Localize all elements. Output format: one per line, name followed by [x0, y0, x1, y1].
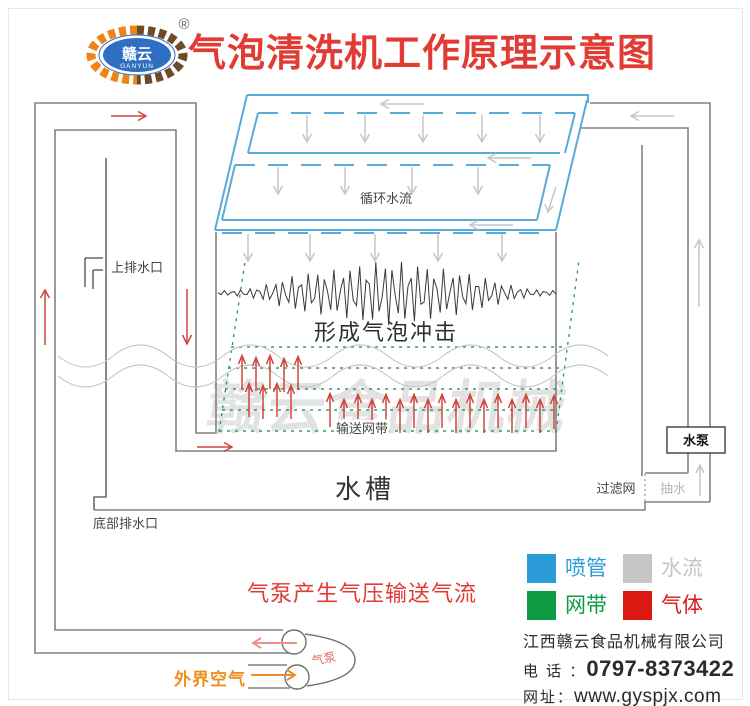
legend-label-mesh-belt: 网带	[565, 593, 607, 617]
conveyor-belt	[218, 259, 580, 433]
gas-color-chip	[623, 591, 652, 620]
upper-drain-label: 上排水口	[111, 260, 163, 275]
right-water-pipe	[580, 102, 711, 502]
legend-item-mesh-belt: 网带	[527, 591, 623, 620]
pump-water-label: 抽水	[660, 481, 686, 496]
air-pump-roller-bottom	[284, 664, 310, 690]
conveyor-belt-label: 输送网带	[336, 421, 388, 436]
legend-label-spray-pipe: 喷管	[565, 556, 607, 580]
logo-gear-right	[136, 25, 188, 85]
spray-pipe-assembly	[214, 94, 589, 234]
bottom-drain-label: 底部排水口	[93, 516, 158, 531]
outside-air-label: 外界空气	[174, 669, 246, 689]
water-surface	[57, 344, 609, 388]
reservoir	[94, 145, 710, 511]
left-air-duct	[34, 102, 557, 654]
air-pump-body	[304, 633, 356, 687]
water-pump-box: 水泵	[666, 426, 726, 454]
water-pump-label: 水泵	[683, 433, 709, 448]
mesh-belt-color-chip	[527, 591, 556, 620]
ganyun-logo: 赣云 GANYUN ®	[86, 16, 190, 85]
legend: 喷管 水流 网带 气体	[527, 554, 703, 628]
company-name: 江西赣云食品机械有限公司	[523, 634, 725, 651]
water-flow-arrows	[242, 98, 705, 497]
logo-brand-zh: 赣云	[122, 45, 152, 63]
water-tank-label: 水槽	[335, 474, 395, 504]
air-in-arrow	[251, 669, 297, 681]
logo-brand-en: GANYUN	[120, 63, 154, 70]
filter-mesh-label: 过滤网	[596, 481, 635, 496]
company-info: 江西赣云食品机械有限公司 电 话 ： 0797-8373422 网址： www.…	[523, 628, 734, 706]
circulating-water-label: 循环水流	[360, 191, 412, 206]
logo-gear-left	[86, 25, 138, 85]
bubble-impact-label: 形成气泡冲击	[314, 320, 458, 345]
spray-pipe-color-chip	[527, 554, 556, 583]
phone-number: 0797-8373422	[586, 656, 735, 681]
watermark: 赣云食品机械	[203, 376, 572, 441]
air-pump: 气泵	[248, 629, 356, 690]
air-out-arrow	[251, 637, 297, 649]
air-flow-caption: 气泵产生气压输送气流	[247, 581, 477, 606]
logo-oval	[103, 38, 171, 72]
legend-item-spray-pipe: 喷管	[527, 554, 623, 583]
page-border	[8, 8, 743, 700]
legend-label-gas: 气体	[661, 593, 703, 617]
legend-item-water-flow: 水流	[623, 554, 703, 583]
website-url: www.gyspjx.com	[574, 686, 722, 706]
air-flow-arrows	[39, 110, 233, 453]
registered-trademark-icon: ®	[178, 16, 189, 33]
water-flow-color-chip	[623, 554, 652, 583]
drain-standpipe	[84, 158, 107, 510]
air-pump-label: 气泵	[310, 649, 337, 669]
legend-label-water-flow: 水流	[661, 556, 703, 580]
bubble-waveform	[217, 261, 557, 326]
page-title: 气泡清洗机工作原理示意图	[188, 33, 657, 75]
phone-label: 电 话 ：	[523, 663, 587, 680]
website-label: 网址：	[523, 689, 575, 706]
legend-item-gas: 气体	[623, 591, 703, 620]
